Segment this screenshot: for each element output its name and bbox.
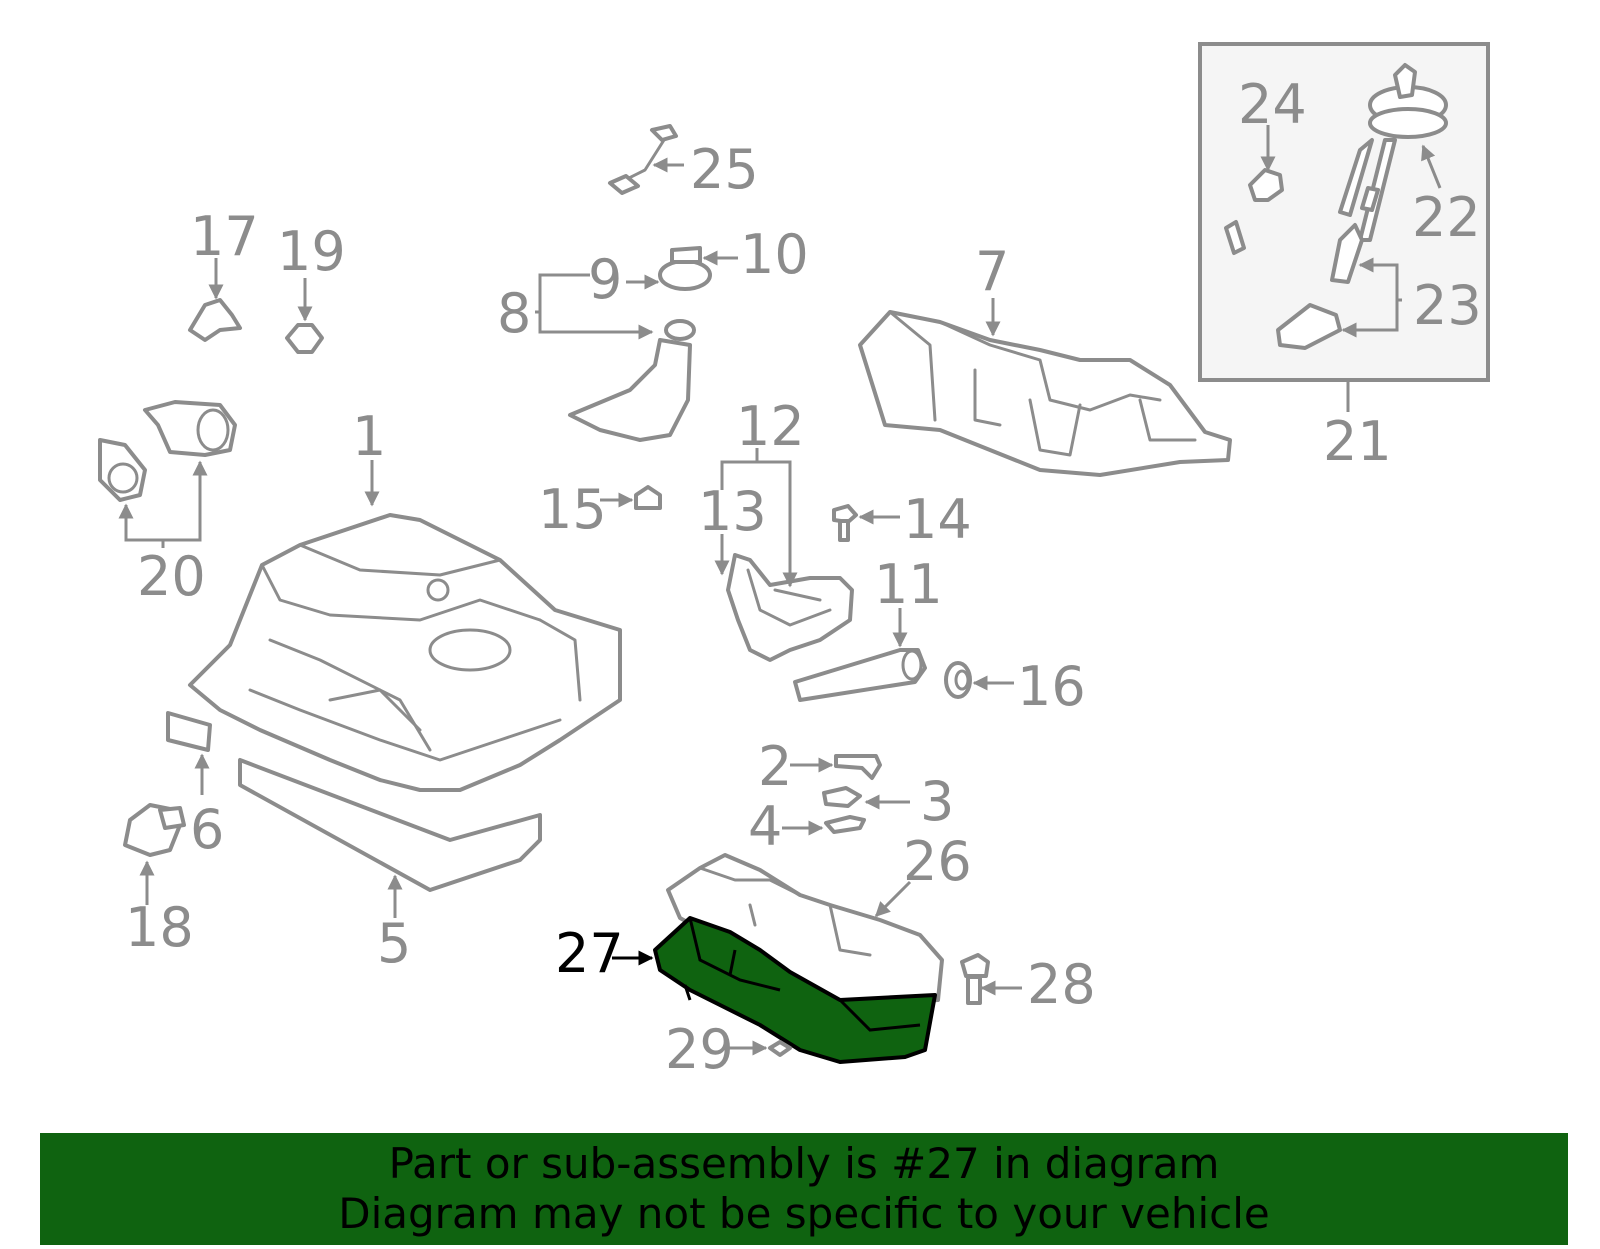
part-clip-4 bbox=[824, 815, 866, 834]
part-valve-18 bbox=[123, 803, 186, 857]
part-filter-23 bbox=[1276, 303, 1342, 350]
part-grommet-20 bbox=[98, 400, 237, 502]
part-grommet-16 bbox=[944, 661, 972, 699]
banner-line-disclaimer: Diagram may not be specific to your vehi… bbox=[338, 1189, 1270, 1238]
part-hose-11 bbox=[793, 648, 927, 702]
part-clip-3 bbox=[822, 786, 862, 808]
callout-labels: 1 2 3 4 5 6 7 8 9 10 11 12 13 14 15 16 1… bbox=[125, 73, 1482, 1081]
callout-21: 21 bbox=[1323, 410, 1392, 473]
callout-12: 12 bbox=[736, 395, 805, 458]
callout-8: 8 bbox=[497, 282, 531, 345]
callout-17: 17 bbox=[190, 205, 259, 268]
part-filler-neck-8 bbox=[568, 319, 696, 442]
part-sender-25 bbox=[608, 124, 678, 195]
part-shield-12 bbox=[726, 553, 854, 662]
part-clip-29 bbox=[768, 1040, 792, 1057]
part-pump-module-22 bbox=[1330, 63, 1448, 284]
callout-10: 10 bbox=[740, 223, 809, 286]
callout-27: 27 bbox=[555, 922, 624, 985]
callout-5: 5 bbox=[377, 912, 411, 975]
part-heat-shield-7 bbox=[858, 310, 1232, 477]
callout-28: 28 bbox=[1027, 953, 1096, 1016]
part-valve-17 bbox=[188, 298, 242, 342]
callout-1: 1 bbox=[352, 405, 386, 468]
callout-11: 11 bbox=[874, 553, 943, 616]
part-pad-6 bbox=[166, 711, 212, 752]
callout-25: 25 bbox=[690, 138, 759, 201]
part-bolt-14 bbox=[832, 504, 858, 542]
callout-13: 13 bbox=[698, 480, 767, 543]
callout-23: 23 bbox=[1413, 274, 1482, 337]
callout-19: 19 bbox=[277, 220, 346, 283]
info-banner: Part or sub-assembly is #27 in diagram D… bbox=[40, 1133, 1568, 1245]
part-strap-5 bbox=[238, 758, 542, 892]
part-bolt-28 bbox=[960, 953, 990, 1005]
callout-29: 29 bbox=[665, 1018, 734, 1081]
callout-24: 24 bbox=[1238, 73, 1307, 136]
callout-3: 3 bbox=[920, 770, 954, 833]
banner-line-part-number: Part or sub-assembly is #27 in diagram bbox=[388, 1139, 1220, 1188]
part-cap-10 bbox=[658, 246, 712, 291]
callout-15: 15 bbox=[538, 478, 607, 541]
callout-7: 7 bbox=[975, 240, 1009, 303]
callout-26: 26 bbox=[903, 830, 972, 893]
part-protector-27-highlighted bbox=[653, 916, 937, 1064]
callout-9: 9 bbox=[588, 248, 622, 311]
part-nut-15 bbox=[634, 485, 662, 510]
callout-16: 16 bbox=[1017, 655, 1086, 718]
callout-14: 14 bbox=[903, 488, 972, 551]
part-clip-2 bbox=[834, 754, 882, 780]
callout-2: 2 bbox=[758, 735, 792, 798]
part-fuel-tank-1 bbox=[188, 513, 622, 792]
callout-22: 22 bbox=[1412, 186, 1481, 249]
callout-18: 18 bbox=[125, 896, 194, 959]
callout-4: 4 bbox=[748, 795, 782, 858]
part-clip-19 bbox=[285, 323, 324, 354]
callout-20: 20 bbox=[137, 545, 206, 608]
callout-6: 6 bbox=[190, 798, 224, 861]
leader-lines bbox=[118, 125, 1442, 1056]
